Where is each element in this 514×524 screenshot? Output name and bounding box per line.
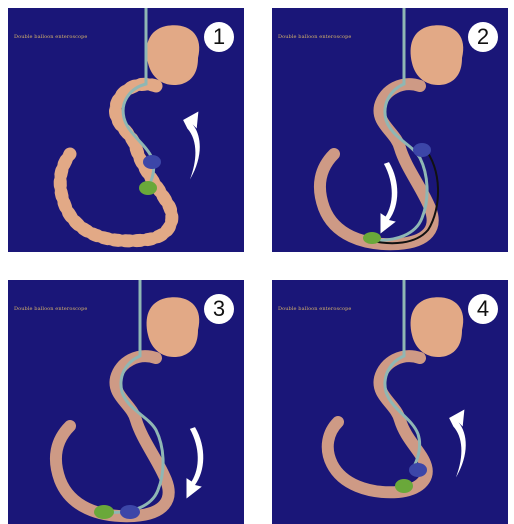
panel-1: Double balloon enteroscope 1 [8, 8, 244, 252]
stomach [147, 25, 200, 85]
arrow-icon [183, 111, 200, 179]
step-number: 3 [204, 294, 234, 324]
panel-2: Double balloon enteroscope 2 [272, 8, 508, 252]
caption: Double balloon enteroscope [278, 34, 351, 40]
balloon-blue [143, 155, 161, 169]
panel-4: Double balloon enteroscope 4 [272, 280, 508, 524]
arrow-icon [449, 409, 466, 477]
stomach [147, 297, 200, 357]
small-intestine [56, 356, 169, 516]
balloon-green [363, 232, 381, 244]
caption: Double balloon enteroscope [14, 306, 87, 312]
balloon-green [395, 479, 413, 493]
step-number: 2 [468, 22, 498, 52]
caption: Double balloon enteroscope [278, 306, 351, 312]
stomach [411, 297, 464, 357]
stomach [411, 25, 464, 85]
caption: Double balloon enteroscope [14, 34, 87, 40]
small-intestine [320, 84, 433, 244]
arrow-icon [187, 427, 204, 498]
balloon-green [139, 181, 157, 195]
balloon-green [94, 505, 114, 519]
balloon-blue [120, 505, 140, 519]
balloon-blue [413, 143, 431, 157]
step-number: 4 [468, 294, 498, 324]
balloon-blue [409, 463, 427, 477]
arrow-icon [381, 162, 398, 233]
step-number: 1 [204, 22, 234, 52]
panel-3: Double balloon enteroscope 3 [8, 280, 244, 524]
